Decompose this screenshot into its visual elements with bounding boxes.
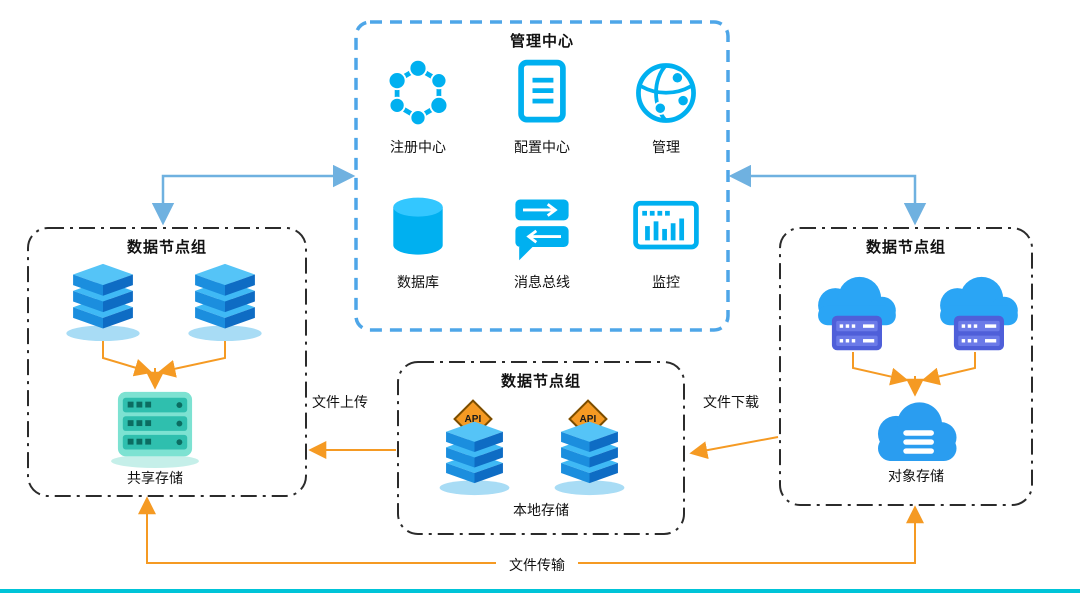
database-node: 数据库 [356, 190, 480, 292]
center-group-title: 数据节点组 [500, 373, 581, 390]
api-server-icon [432, 418, 517, 496]
object-storage-cloud-icon [865, 396, 965, 470]
management-node: 管理 [604, 55, 728, 157]
server-stack-icon [180, 260, 270, 342]
database-cylinder-icon [393, 197, 443, 255]
left-server2-to-storage-arrow [157, 338, 226, 378]
message-bus-label: 消息总线 [514, 274, 570, 290]
right-group-title: 数据节点组 [865, 239, 946, 256]
registry-center-node: 注册中心 [356, 55, 480, 157]
left-server1-to-storage-arrow [102, 338, 153, 377]
management-label: 管理 [652, 139, 680, 155]
monitor-node: 监控 [604, 190, 728, 292]
shared-storage-rack-icon [105, 388, 205, 468]
config-center-label: 配置中心 [514, 139, 570, 155]
local-storage-label: 本地存储 [513, 502, 569, 518]
object-storage-label: 对象存储 [888, 468, 944, 484]
monitor-chart-icon [633, 200, 699, 250]
file-download-edge-label: 文件下载 [703, 394, 759, 410]
database-label: 数据库 [397, 274, 439, 290]
cloud-server-icon [806, 274, 901, 354]
management-left-link-arrow [151, 164, 356, 226]
file-download-arrow [689, 436, 779, 460]
api-server-icon [547, 418, 632, 496]
management-center-title: 管理中心 [509, 33, 574, 50]
management-right-link-arrow [728, 164, 927, 226]
right-cloud2-to-storage-arrow [921, 352, 976, 386]
globe-management-icon [636, 63, 696, 123]
bottom-accent-bar [0, 589, 1080, 593]
cloud-server-icon [928, 274, 1023, 354]
shared-storage-label: 共享存储 [127, 470, 183, 486]
left-group-title: 数据节点组 [126, 239, 207, 256]
file-transfer-edge-label: 文件传输 [496, 555, 578, 575]
file-upload-edge-label: 文件上传 [312, 394, 368, 410]
right-cloud1-to-storage-arrow [852, 352, 909, 386]
monitor-label: 监控 [652, 274, 680, 290]
server-stack-icon [58, 260, 148, 342]
config-center-node: 配置中心 [480, 55, 604, 157]
message-bus-icon [515, 199, 569, 261]
registry-center-label: 注册中心 [390, 139, 446, 155]
config-document-icon [518, 59, 566, 123]
registry-network-icon [387, 58, 449, 127]
message-bus-node: 消息总线 [480, 190, 604, 292]
